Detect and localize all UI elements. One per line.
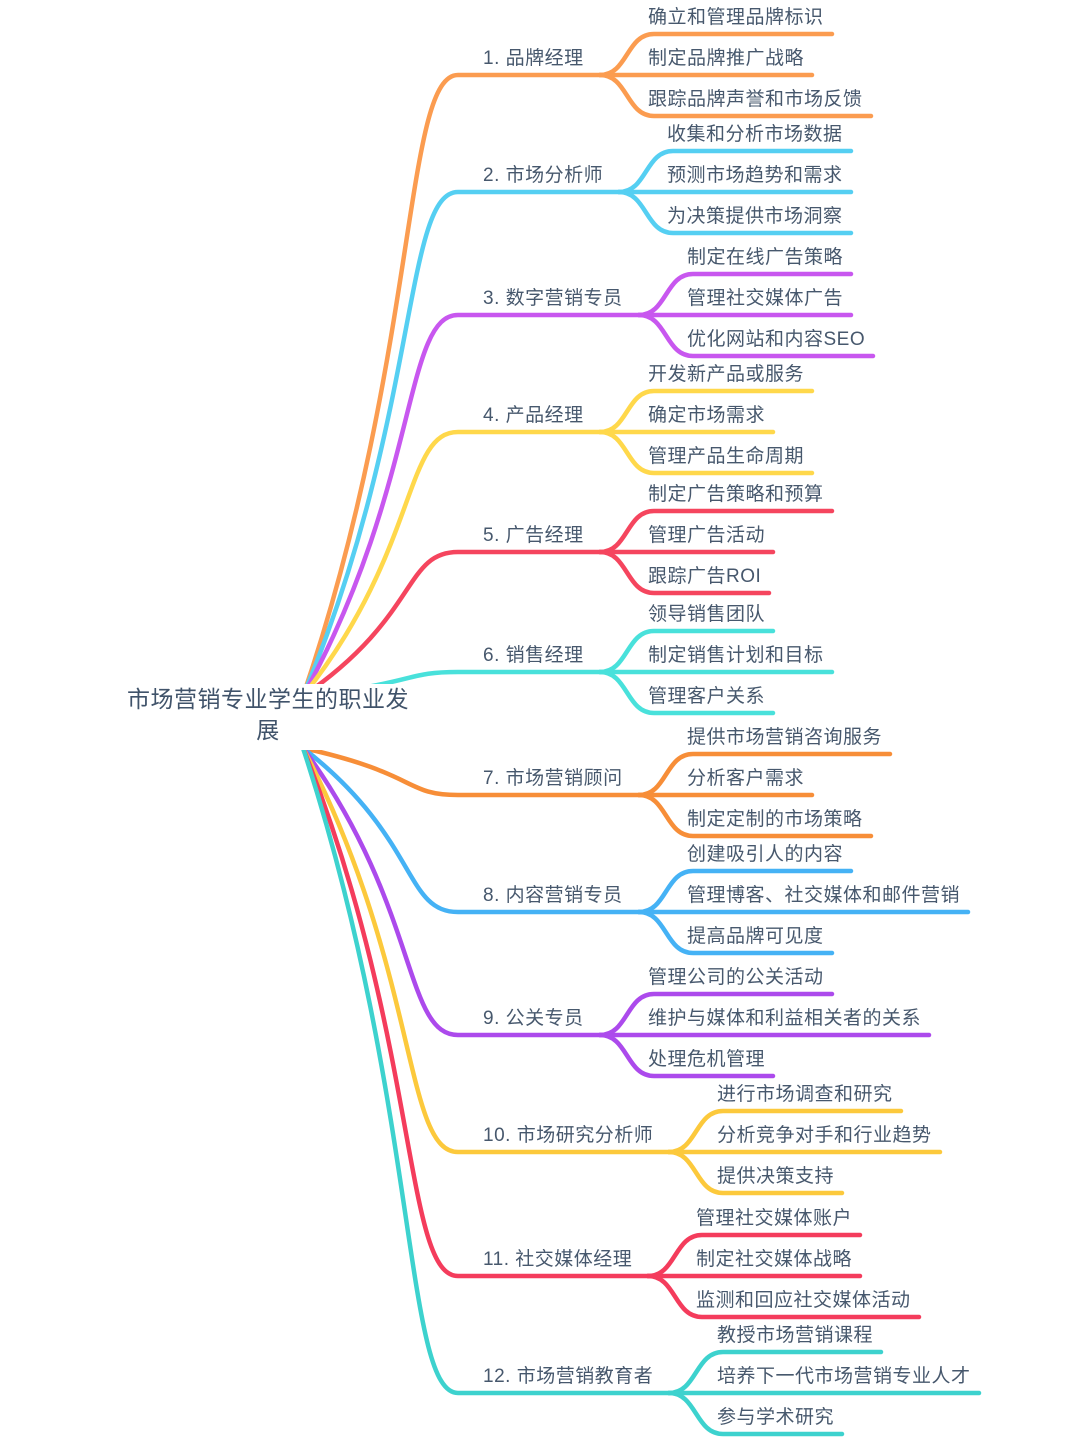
root-title-line1: 市场营销专业学生的职业发 (127, 686, 409, 712)
branch-node-2[interactable]: 2. 市场分析师 (483, 165, 604, 186)
branch-line-10 (300, 745, 672, 1155)
branch-line-5 (300, 549, 603, 699)
child-node-11-3[interactable]: 监测和回应社交媒体活动 (696, 1290, 911, 1311)
branch-line-2 (300, 189, 622, 699)
child-node-5-2[interactable]: 管理广告活动 (648, 525, 766, 546)
child-line-7-3 (636, 792, 874, 839)
branch-line-3 (300, 312, 642, 699)
child-node-7-1[interactable]: 提供市场营销咨询服务 (687, 727, 883, 748)
child-node-12-1[interactable]: 教授市场营销课程 (717, 1325, 874, 1346)
child-node-6-2[interactable]: 制定销售计划和目标 (648, 645, 824, 666)
branch-node-12[interactable]: 12. 市场营销教育者 (483, 1366, 654, 1387)
child-node-1-1[interactable]: 确立和管理品牌标识 (648, 7, 824, 28)
branch-node-5[interactable]: 5. 广告经理 (483, 525, 584, 546)
child-node-11-2[interactable]: 制定社交媒体战略 (696, 1249, 853, 1270)
child-node-8-1[interactable]: 创建吸引人的内容 (687, 844, 844, 865)
child-node-6-1[interactable]: 领导销售团队 (648, 604, 766, 625)
branch-node-7[interactable]: 7. 市场营销顾问 (483, 768, 623, 789)
child-line-5-3 (597, 549, 772, 596)
child-line-11-3 (645, 1273, 922, 1320)
branch-node-1[interactable]: 1. 品牌经理 (483, 48, 584, 69)
branch-node-8[interactable]: 8. 内容营销专员 (483, 885, 623, 906)
branch-line-12 (300, 745, 672, 1396)
child-node-8-2[interactable]: 管理博客、社交媒体和邮件营销 (687, 885, 961, 906)
branch-line-1 (300, 72, 603, 699)
child-node-5-3[interactable]: 跟踪广告ROI (648, 566, 762, 587)
child-node-2-2[interactable]: 预测市场趋势和需求 (667, 165, 843, 186)
child-line-12-3 (666, 1390, 845, 1437)
child-node-3-2[interactable]: 管理社交媒体广告 (687, 288, 844, 309)
branch-line-11 (300, 745, 651, 1279)
child-line-1-3 (597, 72, 874, 119)
child-line-10-3 (666, 1149, 845, 1196)
child-node-7-2[interactable]: 分析客户需求 (687, 768, 805, 789)
child-line-3-3 (636, 312, 876, 359)
child-node-4-2[interactable]: 确定市场需求 (648, 405, 766, 426)
child-node-11-1[interactable]: 管理社交媒体账户 (696, 1208, 853, 1229)
child-line-9-3 (597, 1032, 776, 1079)
branch-line-9 (300, 745, 603, 1038)
child-node-7-3[interactable]: 制定定制的市场策略 (687, 809, 863, 830)
branch-node-9[interactable]: 9. 公关专员 (483, 1008, 584, 1029)
child-node-2-1[interactable]: 收集和分析市场数据 (667, 124, 843, 145)
branch-node-10[interactable]: 10. 市场研究分析师 (483, 1125, 654, 1146)
child-node-10-1[interactable]: 进行市场调查和研究 (717, 1084, 893, 1105)
branch-line-4 (300, 429, 603, 699)
child-node-9-2[interactable]: 维护与媒体和利益相关者的关系 (648, 1008, 922, 1029)
child-node-1-2[interactable]: 制定品牌推广战略 (648, 48, 805, 69)
branch-line-8 (300, 745, 642, 915)
root-node[interactable]: 市场营销专业学生的职业发 展 (118, 684, 418, 750)
branch-node-11[interactable]: 11. 社交媒体经理 (483, 1249, 633, 1270)
child-node-6-3[interactable]: 管理客户关系 (648, 686, 766, 707)
child-line-8-3 (636, 909, 835, 956)
child-line-4-3 (597, 429, 815, 476)
child-node-8-3[interactable]: 提高品牌可见度 (687, 926, 824, 947)
child-node-1-3[interactable]: 跟踪品牌声誉和市场反馈 (648, 89, 863, 110)
child-line-2-3 (616, 189, 854, 236)
child-node-2-3[interactable]: 为决策提供市场洞察 (667, 206, 843, 227)
child-node-5-1[interactable]: 制定广告策略和预算 (648, 484, 824, 505)
child-node-9-1[interactable]: 管理公司的公关活动 (648, 967, 824, 988)
child-node-9-3[interactable]: 处理危机管理 (648, 1049, 766, 1070)
branch-node-3[interactable]: 3. 数字营销专员 (483, 288, 623, 309)
child-node-4-1[interactable]: 开发新产品或服务 (648, 364, 805, 385)
child-line-6-3 (597, 669, 776, 716)
child-node-3-3[interactable]: 优化网站和内容SEO (687, 329, 866, 350)
child-node-10-2[interactable]: 分析竞争对手和行业趋势 (717, 1125, 932, 1146)
child-node-12-3[interactable]: 参与学术研究 (717, 1407, 835, 1428)
branch-node-6[interactable]: 6. 销售经理 (483, 645, 584, 666)
child-node-10-3[interactable]: 提供决策支持 (717, 1166, 835, 1187)
root-title-line2: 展 (256, 717, 280, 743)
branch-line-7 (300, 745, 642, 798)
child-node-4-3[interactable]: 管理产品生命周期 (648, 446, 805, 467)
child-node-12-2[interactable]: 培养下一代市场营销专业人才 (717, 1366, 971, 1387)
child-node-3-1[interactable]: 制定在线广告策略 (687, 247, 844, 268)
branch-node-4[interactable]: 4. 产品经理 (483, 405, 584, 426)
